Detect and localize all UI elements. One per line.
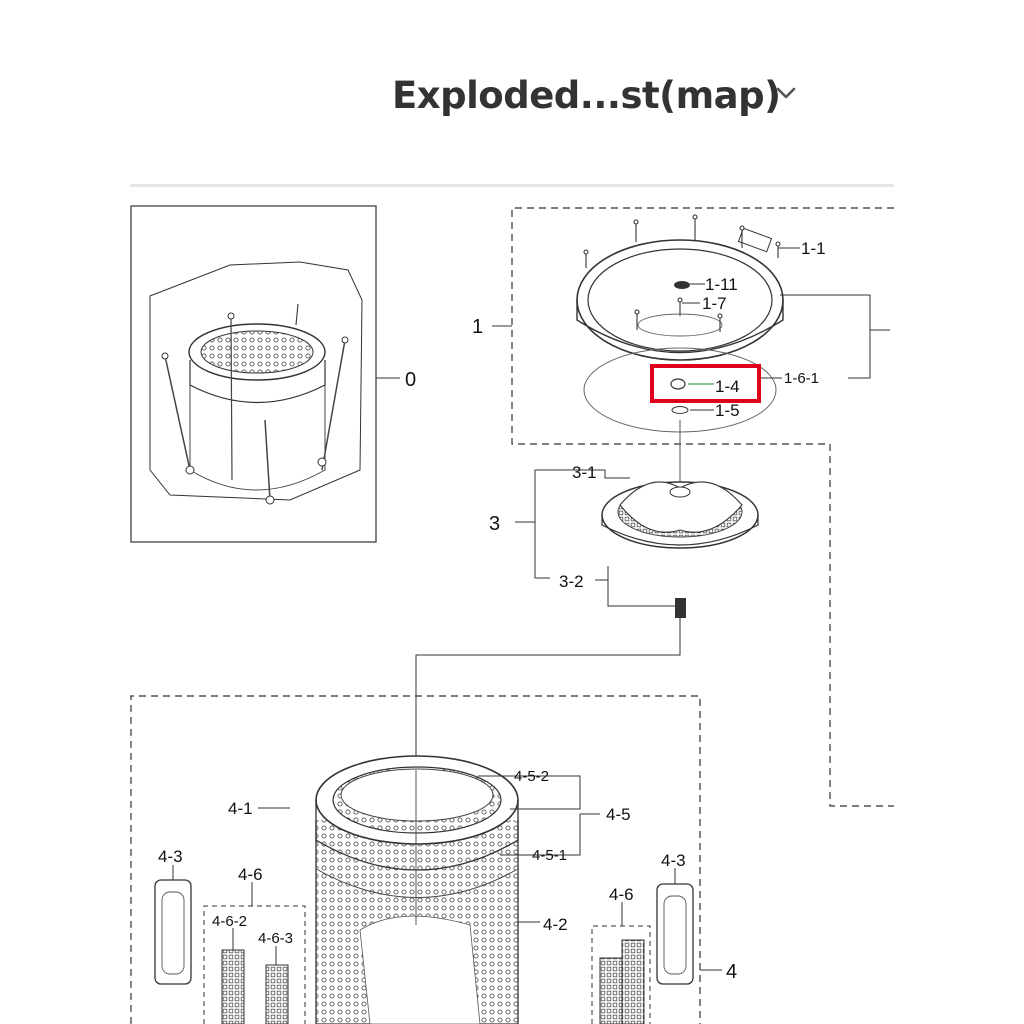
label-1-5[interactable]: 1-5 <box>715 401 740 420</box>
label-4-3-right[interactable]: 4-3 <box>661 851 686 870</box>
label-1-7[interactable]: 1-7 <box>702 294 727 313</box>
diagram-selector[interactable]: Exploded...st(map) <box>392 60 781 130</box>
label-4-5-2[interactable]: 4-5-2 <box>514 768 549 785</box>
label-1-6-1[interactable]: 1-6-1 <box>784 370 819 387</box>
label-4-3-left[interactable]: 4-3 <box>158 847 183 866</box>
label-4-2[interactable]: 4-2 <box>543 915 568 934</box>
label-4-6-left[interactable]: 4-6 <box>238 865 263 884</box>
label-4-1[interactable]: 4-1 <box>228 799 253 818</box>
page-title: Exploded...st(map) <box>392 73 781 117</box>
label-3-2[interactable]: 3-2 <box>559 572 584 591</box>
label-1[interactable]: 1 <box>472 316 483 338</box>
label-1-4[interactable]: 1-4 <box>715 377 740 396</box>
header-divider <box>130 184 894 187</box>
label-4-6-3[interactable]: 4-6-3 <box>258 930 293 947</box>
label-4-5-1[interactable]: 4-5-1 <box>532 847 567 864</box>
chevron-down-icon[interactable] <box>772 80 800 106</box>
label-4-5[interactable]: 4-5 <box>606 805 631 824</box>
label-4-6-right[interactable]: 4-6 <box>609 885 634 904</box>
overview-panel[interactable]: 0 <box>130 205 416 543</box>
label-0[interactable]: 0 <box>405 369 416 391</box>
label-1-1[interactable]: 1-1 <box>801 239 826 258</box>
label-4[interactable]: 4 <box>726 961 737 983</box>
header: Exploded...st(map) <box>0 0 1024 186</box>
label-1-11[interactable]: 1-11 <box>705 275 738 294</box>
label-3-1[interactable]: 3-1 <box>572 463 597 482</box>
label-4-6-2[interactable]: 4-6-2 <box>212 913 247 930</box>
selected-part-highlight <box>650 364 761 403</box>
assembly-4-panel: 4 <box>130 695 737 1024</box>
assembly-3-group: 3 3-1 3-2 <box>415 420 759 770</box>
label-3[interactable]: 3 <box>489 513 500 535</box>
